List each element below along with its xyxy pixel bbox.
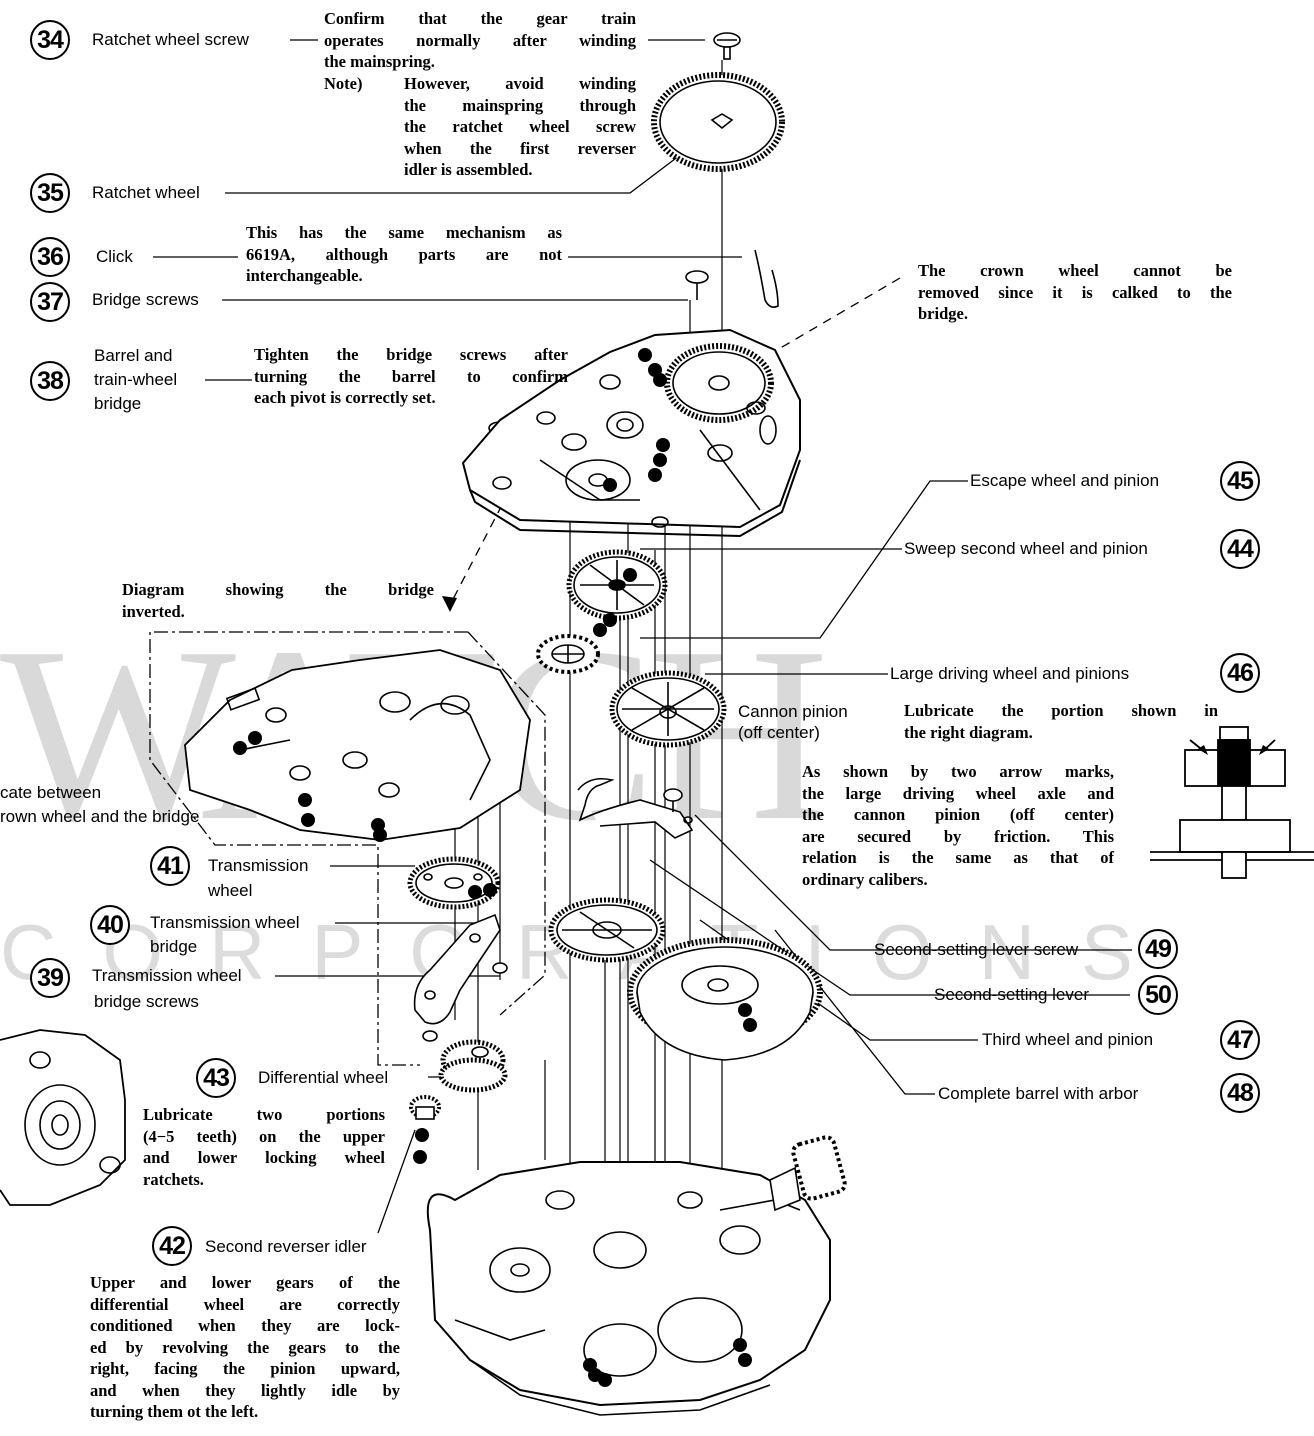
lubrication-drop <box>593 623 607 637</box>
lubrication-drop <box>233 741 247 755</box>
label-differential-wheel: Differential wheel <box>258 1068 389 1087</box>
lubrication-drop <box>733 1338 747 1352</box>
label-transmission-screws-2: bridge screws <box>94 992 199 1011</box>
note-lubricate-crown-1: cate between <box>0 783 102 802</box>
label-third-wheel: Third wheel and pinion <box>982 1030 1154 1049</box>
crown-part <box>769 1135 847 1212</box>
escape-wheel-part <box>536 634 600 674</box>
callout-45: 45 <box>1220 461 1260 501</box>
label-transmission-wheel-1: Transmission <box>208 856 309 875</box>
callout-36: 36 <box>30 237 70 277</box>
note-ratchet-label: Note) <box>324 74 363 93</box>
inverted-bridge-part <box>184 649 531 841</box>
label-click: Click <box>96 247 133 266</box>
reverser-idler-part <box>409 1095 441 1120</box>
third-wheel-part <box>548 897 666 963</box>
lubrication-drop <box>248 731 262 745</box>
sweep-second-wheel-part <box>566 549 668 621</box>
label-barrel-bridge-1: Barrel and <box>94 346 173 365</box>
lubrication-drop <box>373 828 387 842</box>
lubrication-drop <box>298 793 312 807</box>
lubrication-drop <box>743 1018 757 1032</box>
barrel-part <box>627 937 823 1061</box>
lubrication-drop <box>656 438 670 452</box>
label-second-setting-lever: Second-setting lever <box>934 985 1089 1004</box>
label-barrel-bridge-2: train-wheel <box>94 370 178 389</box>
differential-wheel-part <box>438 1039 508 1093</box>
callout-48: 48 <box>1220 1073 1260 1113</box>
transmission-wheel-part <box>407 856 501 910</box>
lubrication-drop <box>653 373 667 387</box>
label-large-driving: Large driving wheel and pinions <box>890 664 1130 683</box>
label-second-reverser-idler: Second reverser idler <box>205 1237 367 1256</box>
cannon-pinion-detail-part <box>1150 726 1314 879</box>
note-cannon-pinion-2: (off center) <box>738 723 820 742</box>
callout-35: 35 <box>30 173 70 213</box>
callout-39: 39 <box>30 958 70 998</box>
label-bridge-screws: Bridge screws <box>92 290 199 309</box>
callout-34: 34 <box>30 20 70 60</box>
note-click: This has the same mechanism as 6619A, al… <box>246 223 562 285</box>
note-tighten: Tighten the bridge screws after turning … <box>254 345 568 407</box>
callout-38: 38 <box>30 361 70 401</box>
lubrication-drop <box>415 1128 429 1142</box>
note-lubricate-crown-2: rown wheel and the bridge <box>0 807 200 826</box>
lubrication-drop <box>603 478 617 492</box>
lubrication-markers <box>233 348 757 1387</box>
note-differential: Upper and lower gears of the differentia… <box>90 1273 400 1421</box>
note-ratchet: Confirm that the gear train operates nor… <box>324 9 636 71</box>
callout-43: 43 <box>196 1058 236 1098</box>
lubrication-drop <box>638 348 652 362</box>
main-plate-part <box>426 1161 831 1416</box>
leader-lines <box>153 39 1132 1234</box>
partial-rotor-part <box>0 1029 126 1206</box>
note-ratchet-warning: However, avoid winding the mainspring th… <box>404 74 636 179</box>
label-second-setting-screw: Second-setting lever screw <box>874 940 1079 959</box>
lubrication-drop <box>738 1003 752 1017</box>
ratchet-screw-part <box>713 32 741 60</box>
note-lubricate-right: Lubricate the portion shown in the right… <box>904 701 1218 742</box>
label-complete-barrel: Complete barrel with arbor <box>938 1084 1139 1103</box>
lubrication-drop <box>653 453 667 467</box>
note-diagram-inverted: Diagram showing the bridge inverted. <box>122 580 434 621</box>
label-transmission-bridge-2: bridge <box>150 937 198 956</box>
lubrication-drop <box>598 1373 612 1387</box>
callout-42: 42 <box>152 1226 192 1266</box>
label-transmission-bridge-1: Transmission wheel <box>150 913 300 932</box>
lubrication-drop <box>483 883 497 897</box>
transmission-bridge-part <box>413 913 508 1042</box>
label-ratchet-wheel: Ratchet wheel <box>92 183 200 202</box>
lubrication-drop <box>468 885 482 899</box>
callout-44: 44 <box>1220 529 1260 569</box>
label-escape-wheel: Escape wheel and pinion <box>970 471 1160 490</box>
callout-47: 47 <box>1220 1020 1260 1060</box>
label-sweep-second: Sweep second wheel and pinion <box>904 539 1148 558</box>
label-transmission-wheel-2: wheel <box>208 881 253 900</box>
barrel-bridge-part <box>461 328 801 538</box>
label-transmission-screws-1: Transmission wheel <box>92 966 242 985</box>
callout-37: 37 <box>30 282 70 322</box>
note-lubricate-two: Lubricate two portions (4−5 teeth) on th… <box>143 1105 385 1189</box>
note-friction: As shown by two arrow marks, the large d… <box>802 762 1114 889</box>
ratchet-wheel-part <box>651 72 785 172</box>
lubrication-drop <box>413 1150 427 1164</box>
lubrication-drop <box>738 1353 752 1367</box>
note-crown-wheel: The crown wheel cannot be removed since … <box>918 261 1232 323</box>
label-ratchet-wheel-screw: Ratchet wheel screw <box>92 30 249 49</box>
note-cannon-pinion-1: Cannon pinion <box>738 702 848 721</box>
lubrication-drop <box>623 568 637 582</box>
second-setting-lever-part <box>577 777 694 839</box>
callout-50: 50 <box>1138 975 1178 1015</box>
lubrication-drop <box>603 613 617 627</box>
lubrication-drop <box>301 813 315 827</box>
callout-49: 49 <box>1138 929 1178 969</box>
callout-46: 46 <box>1220 653 1260 693</box>
callout-41: 41 <box>150 846 190 886</box>
label-barrel-bridge-3: bridge <box>94 394 142 413</box>
callout-40: 40 <box>90 905 130 945</box>
large-driving-wheel-part <box>609 670 727 748</box>
lubrication-drop <box>648 468 662 482</box>
